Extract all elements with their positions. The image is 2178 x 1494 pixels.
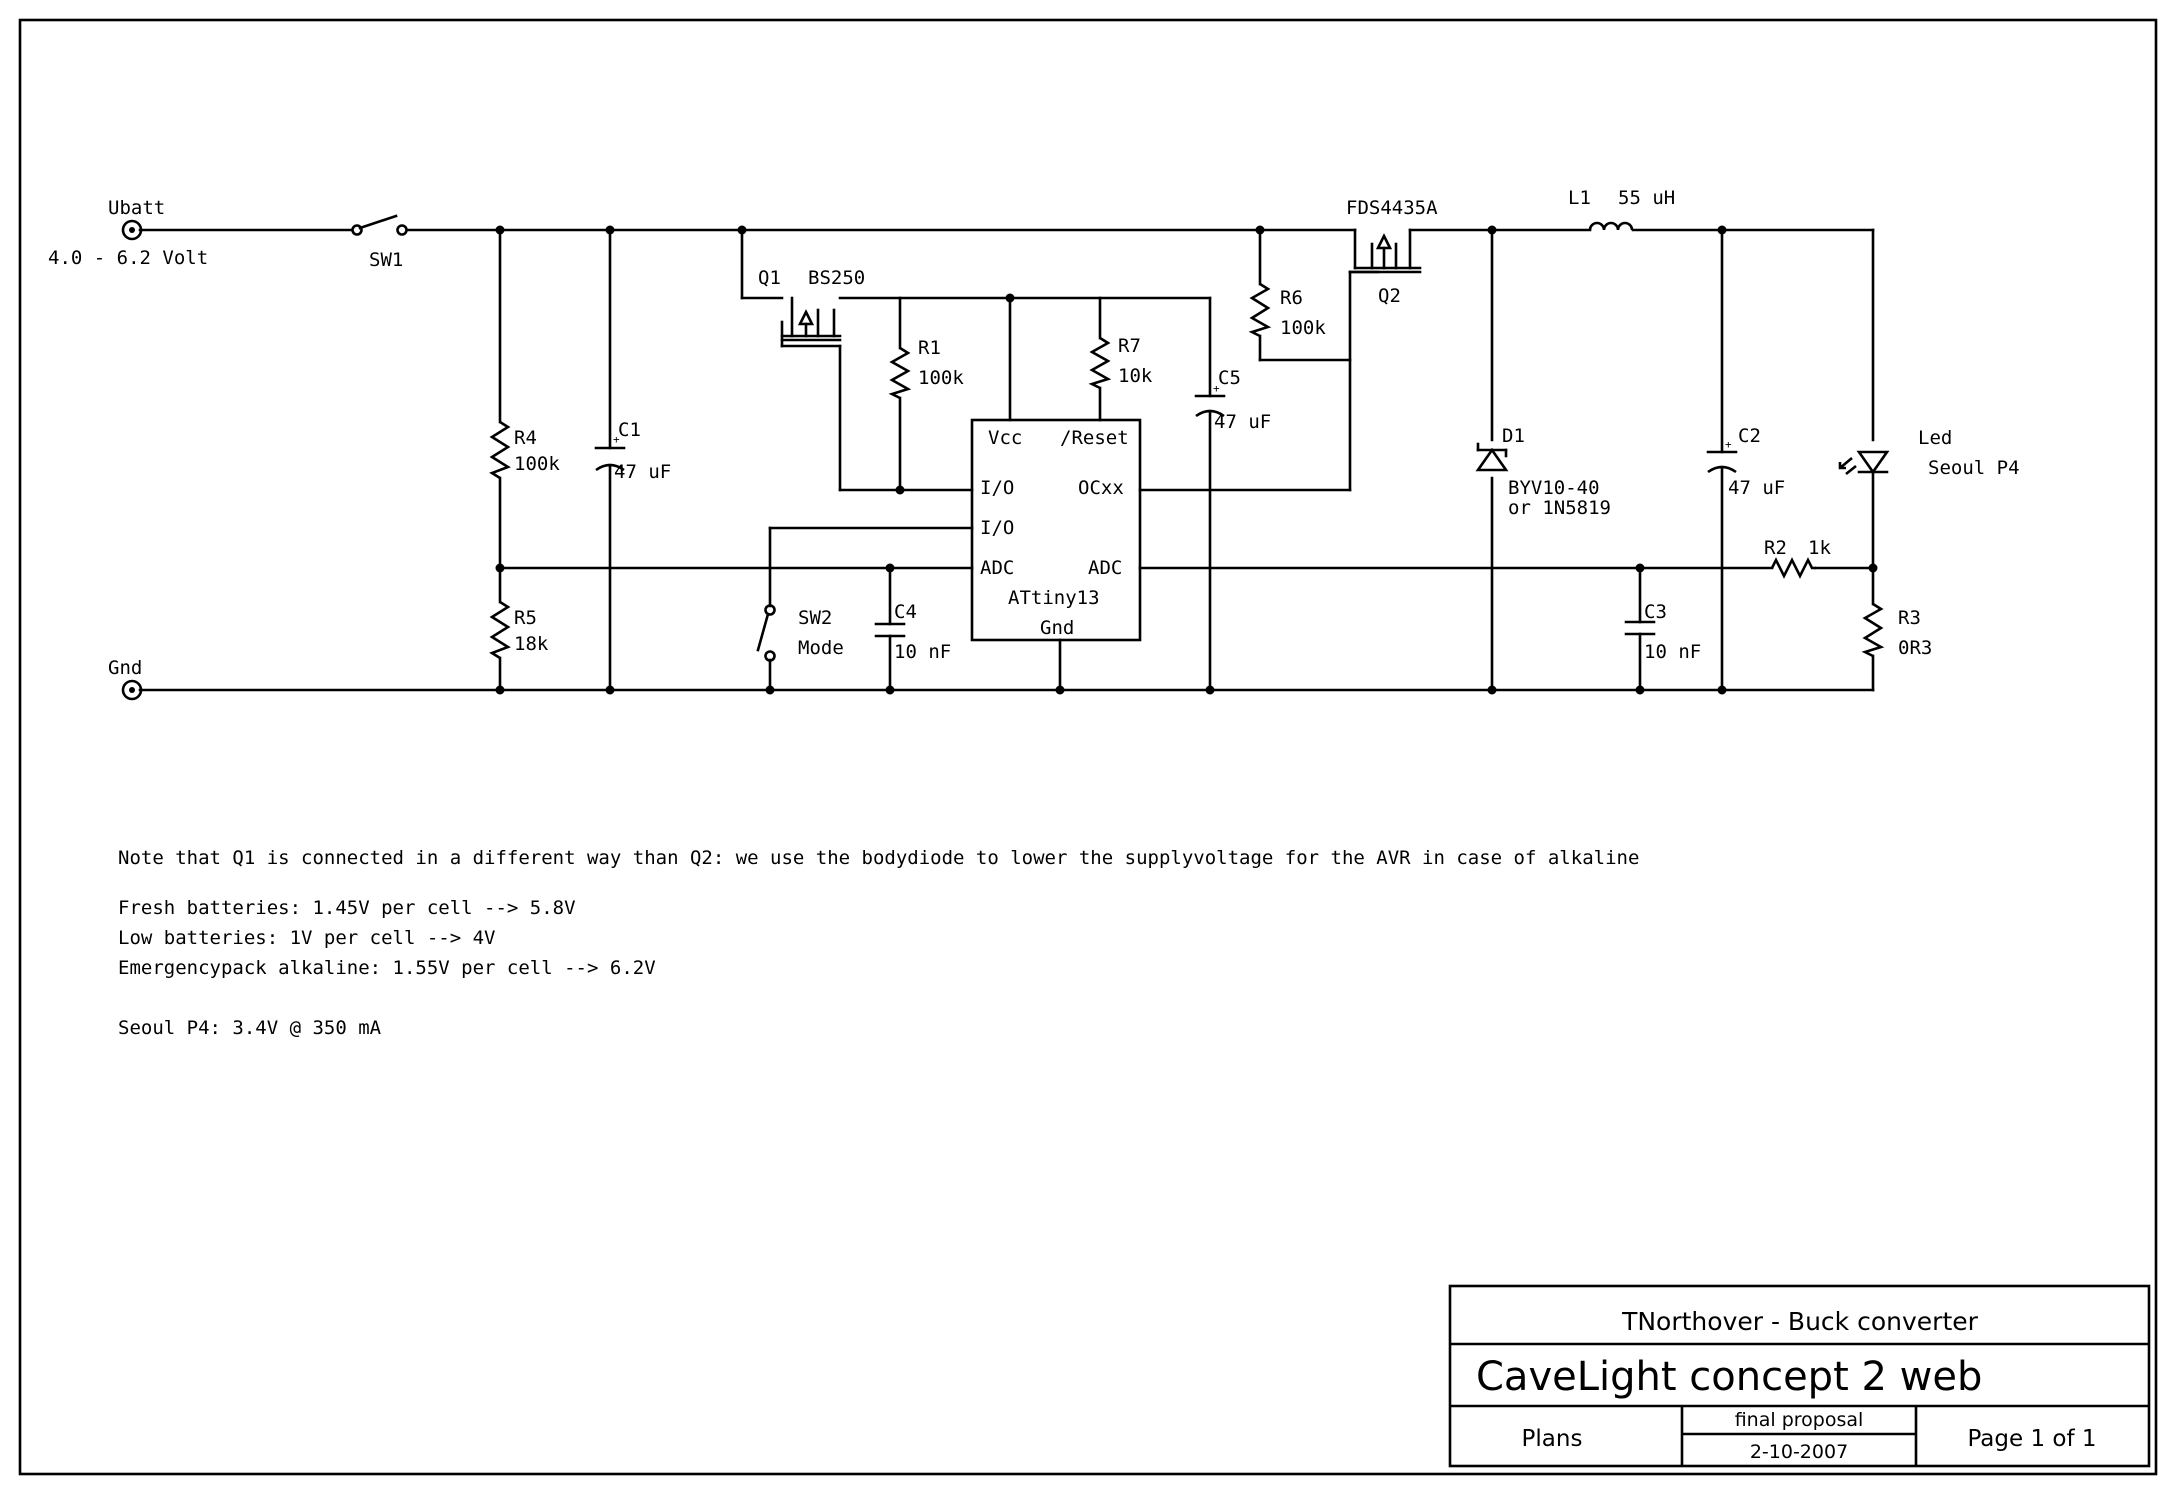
r2-value: 1k	[1808, 537, 1831, 559]
q1-ref: Q1	[758, 267, 781, 289]
r7-ref: R7	[1118, 335, 1141, 357]
c4-capacitor	[874, 622, 906, 638]
note-line-1: Note that Q1 is connected in a different…	[118, 847, 1639, 869]
r5-ref: R5	[514, 607, 537, 629]
r1-ref: R1	[918, 337, 941, 359]
ic-name: ATtiny13	[1008, 587, 1100, 609]
svg-text:+: +	[1213, 382, 1220, 395]
title-block-page: Page 1 of 1	[1967, 1426, 2096, 1452]
c3-ref: C3	[1644, 601, 1667, 623]
l1-ref: L1	[1568, 187, 1591, 209]
c2-ref: C2	[1738, 425, 1761, 447]
sw2-switch	[756, 604, 776, 662]
ic-pin-gnd: Gnd	[1040, 617, 1074, 639]
ic-pin-io2: I/O	[980, 517, 1014, 539]
r3-value: 0R3	[1898, 637, 1932, 659]
q1-part: BS250	[808, 267, 865, 289]
note-line-5: Seoul P4: 3.4V @ 350 mA	[118, 1017, 382, 1039]
title-block-sheet-type: Plans	[1522, 1426, 1583, 1452]
ic-pin-ocxx: OCxx	[1078, 477, 1124, 499]
note-line-3: Low batteries: 1V per cell --> 4V	[118, 927, 496, 949]
title-block-status: final proposal	[1735, 1409, 1864, 1431]
r1-value: 100k	[918, 367, 964, 389]
l1-value: 55 uH	[1618, 187, 1675, 209]
q2-part: FDS4435A	[1346, 197, 1438, 219]
d1-value: BYV10-40	[1508, 477, 1600, 499]
c1-ref: C1	[618, 419, 641, 441]
r2-ref: R2	[1764, 537, 1787, 559]
ic-pin-adc-right: ADC	[1088, 557, 1122, 579]
c1-capacitor: +	[594, 433, 626, 472]
sw2-value: Mode	[798, 637, 844, 659]
title-block-title: CaveLight concept 2 web	[1476, 1354, 1982, 1400]
l1-inductor	[1588, 221, 1634, 231]
c4-value: 10 nF	[894, 641, 951, 663]
ubatt-terminal	[121, 219, 143, 241]
ic-pin-adc-left: ADC	[980, 557, 1014, 579]
ubatt-label: Ubatt	[108, 197, 165, 219]
led-ref: Led	[1918, 427, 1952, 449]
sheet-border	[18, 18, 2158, 1476]
c3-value: 10 nF	[1644, 641, 1701, 663]
svg-text:+: +	[1725, 438, 1732, 451]
notes: Note that Q1 is connected in a different…	[118, 847, 1639, 1039]
q2-mosfet	[1348, 228, 1422, 274]
c1-value: 47 uF	[614, 461, 671, 483]
d1-diode	[1475, 442, 1509, 472]
r2-resistor	[1770, 557, 1816, 579]
sw2-ref: SW2	[798, 607, 832, 629]
attiny13-ic	[970, 418, 1142, 642]
gnd-terminal	[121, 679, 143, 701]
gnd-label: Gnd	[108, 657, 142, 679]
led-value: Seoul P4	[1928, 457, 2020, 479]
r6-ref: R6	[1280, 287, 1303, 309]
r7-value: 10k	[1118, 365, 1153, 387]
r6-value: 100k	[1280, 317, 1326, 339]
sw1-label: SW1	[369, 249, 403, 271]
ic-pin-io1: I/O	[980, 477, 1014, 499]
title-block-author: TNorthover - Buck converter	[1621, 1307, 1979, 1336]
c5-value: 47 uF	[1214, 411, 1271, 433]
junction-dots	[495, 225, 1878, 695]
note-line-2: Fresh batteries: 1.45V per cell --> 5.8V	[118, 897, 576, 919]
q2-ref: Q2	[1378, 285, 1401, 307]
r4-value: 100k	[514, 453, 560, 475]
r5-resistor	[489, 600, 511, 660]
ubatt-voltage-range: 4.0 - 6.2 Volt	[48, 247, 208, 269]
c4-ref: C4	[894, 601, 917, 623]
r4-resistor	[489, 420, 511, 480]
wires	[138, 228, 1875, 692]
r3-resistor	[1861, 602, 1885, 658]
c2-value: 47 uF	[1728, 477, 1785, 499]
c5-capacitor: +	[1194, 382, 1226, 418]
note-line-4: Emergencypack alkaline: 1.55V per cell -…	[118, 957, 656, 979]
r7-resistor	[1088, 336, 1112, 390]
r4-ref: R4	[514, 427, 537, 449]
c2-capacitor: +	[1706, 438, 1738, 474]
d1-ref: D1	[1502, 425, 1525, 447]
title-block-date: 2-10-2007	[1750, 1441, 1848, 1463]
q1-mosfet	[780, 296, 842, 348]
r1-resistor	[888, 346, 912, 400]
c3-capacitor	[1624, 620, 1656, 636]
labels: Ubatt 4.0 - 6.2 Volt Gnd SW1 Q1 BS250 FD…	[48, 187, 2020, 679]
r5-value: 18k	[514, 633, 549, 655]
r6-resistor	[1248, 282, 1272, 338]
svg-text:+: +	[613, 433, 620, 446]
sw1-switch	[351, 214, 408, 236]
c5-ref: C5	[1218, 367, 1241, 389]
led-diode	[1838, 450, 1890, 476]
ic-pin-reset: /Reset	[1060, 427, 1129, 449]
d1-alternative: or 1N5819	[1508, 497, 1611, 519]
ic-pin-vcc: Vcc	[988, 427, 1022, 449]
title-block: TNorthover - Buck converter CaveLight co…	[1448, 1284, 2151, 1468]
r3-ref: R3	[1898, 607, 1921, 629]
